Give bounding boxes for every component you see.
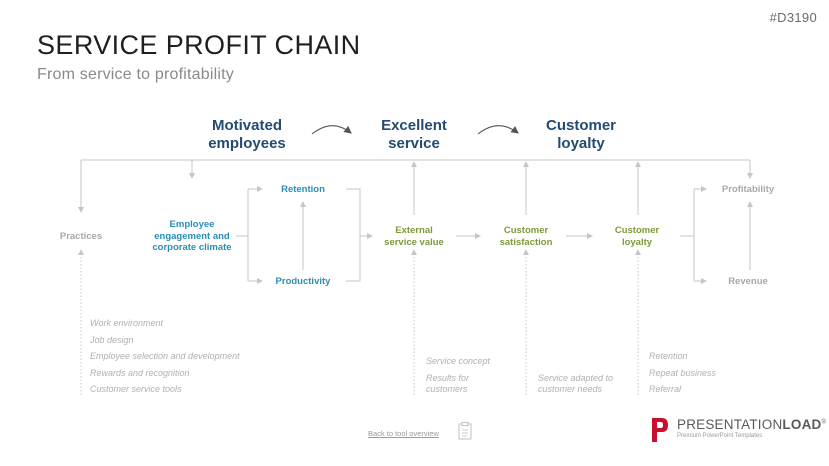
note-item: Work environment — [90, 318, 164, 328]
note-item: Retention — [649, 351, 688, 361]
note-item: Referral — [649, 384, 682, 394]
note-item: Service concept — [426, 356, 491, 366]
node-customer-satisfaction: Customer satisfaction — [499, 225, 553, 248]
node-external-service-value: External service value — [384, 225, 444, 248]
page-subtitle: From service to profitability — [37, 66, 234, 83]
page-title: SERVICE PROFIT CHAIN — [37, 30, 361, 60]
notes-loyalty: Retention Repeat business Referral — [649, 351, 749, 401]
heading-excellent-service: Excellent service — [381, 117, 447, 152]
note-item: Results for customers — [426, 372, 470, 394]
heading-customer-loyalty: Customer loyalty — [545, 117, 616, 152]
engagement-bracket — [236, 189, 249, 281]
slide-code: #D3190 — [769, 10, 817, 25]
notes-service: Service concept Results for customers — [426, 356, 516, 400]
loyalty-to-profit-bracket — [680, 189, 695, 281]
clipboard-icon[interactable] — [458, 422, 472, 440]
node-profitability: Profitability — [721, 184, 775, 195]
notes-practices: Work environment Job design Employee sel… — [90, 318, 290, 401]
curved-arrow-1 — [311, 125, 352, 135]
logo-registered: ® — [821, 419, 827, 426]
retention-productivity-bracket — [346, 188, 372, 282]
note-item: Job design — [90, 334, 134, 345]
node-revenue: Revenue — [728, 276, 768, 287]
logo-tagline: Premium PowerPoint Templates — [677, 433, 763, 439]
note-item: Service adapted to customer needs — [538, 373, 614, 394]
note-item: Employee selection and development — [90, 351, 240, 361]
node-employee-engagement: Employee engagement and corporate climat… — [152, 219, 232, 253]
note-item: Rewards and recognition — [90, 367, 190, 378]
note-item: Customer service tools — [90, 384, 182, 394]
presentationload-logo-icon — [652, 418, 668, 442]
node-customer-loyalty: Customer loyalty — [614, 225, 660, 248]
node-productivity: Productivity — [275, 276, 331, 287]
note-item: Repeat business — [649, 367, 717, 378]
heading-motivated-employees: Motivated employees — [208, 117, 286, 152]
logo-main: PRESENTATION — [677, 417, 783, 432]
node-practices: Practices — [59, 231, 103, 242]
logo-bold: LOAD — [782, 417, 822, 432]
curved-arrow-2 — [477, 125, 519, 135]
node-retention: Retention — [281, 184, 325, 195]
logo-wordmark: PRESENTATIONLOAD® — [677, 417, 826, 432]
back-to-overview-link[interactable]: Back to tool overview — [368, 429, 439, 438]
notes-satisfaction: Service adapted to customer needs — [538, 373, 638, 401]
